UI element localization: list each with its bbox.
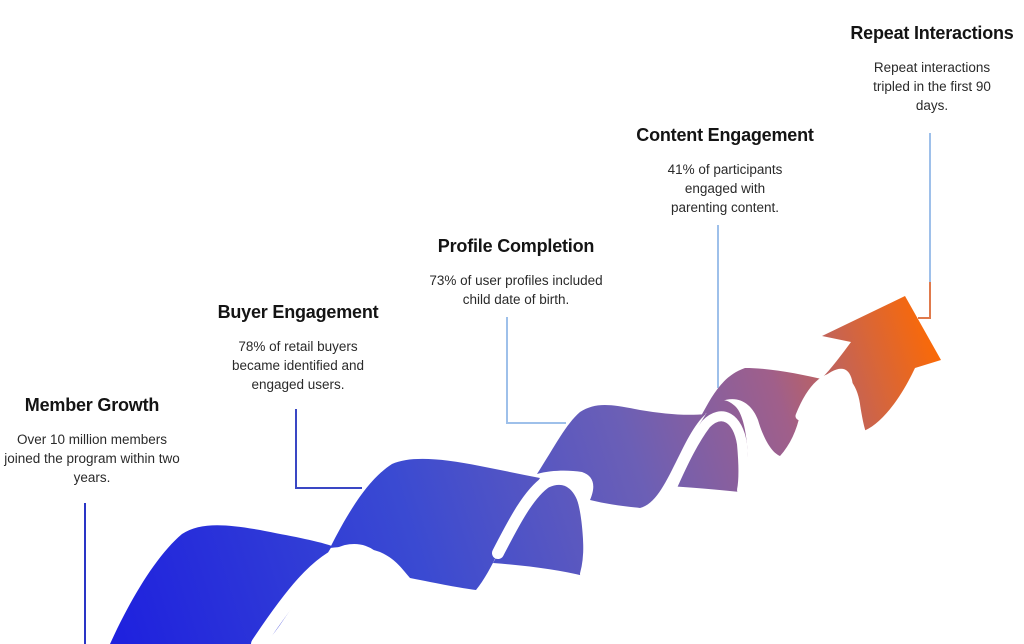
milestone-description: Over 10 million members joined the progr… — [4, 432, 180, 485]
milestone-buyer-engagement: Buyer Engagement 78% of retail buyers be… — [212, 302, 384, 394]
leader-line-profile-completion — [506, 317, 566, 424]
milestone-description: Repeat interactions tripled in the first… — [873, 60, 991, 113]
milestone-title: Repeat Interactions — [850, 23, 1014, 43]
milestone-profile-completion: Profile Completion 73% of user profiles … — [418, 236, 614, 309]
milestone-description: 41% of participants engaged with parenti… — [667, 162, 783, 215]
leader-lines — [84, 133, 931, 644]
milestone-title: Member Growth — [24, 395, 160, 415]
leader-line-buyer-engagement — [295, 409, 362, 489]
milestone-title: Buyer Engagement — [217, 302, 379, 322]
milestone-title: Profile Completion — [437, 236, 595, 256]
milestone-member-growth: Member Growth Over 10 million members jo… — [0, 395, 184, 487]
ribbon-wave-accents — [251, 372, 867, 644]
milestone-description: 73% of user profiles included child date… — [429, 273, 603, 307]
milestone-title: Content Engagement — [636, 125, 814, 145]
milestone-repeat-interactions: Repeat Interactions Repeat interactions … — [846, 23, 1018, 115]
leader-line-repeat-interactions — [918, 133, 931, 319]
milestone-content-engagement: Content Engagement 41% of participants e… — [622, 125, 828, 217]
milestone-description: 78% of retail buyers became identified a… — [231, 339, 365, 392]
